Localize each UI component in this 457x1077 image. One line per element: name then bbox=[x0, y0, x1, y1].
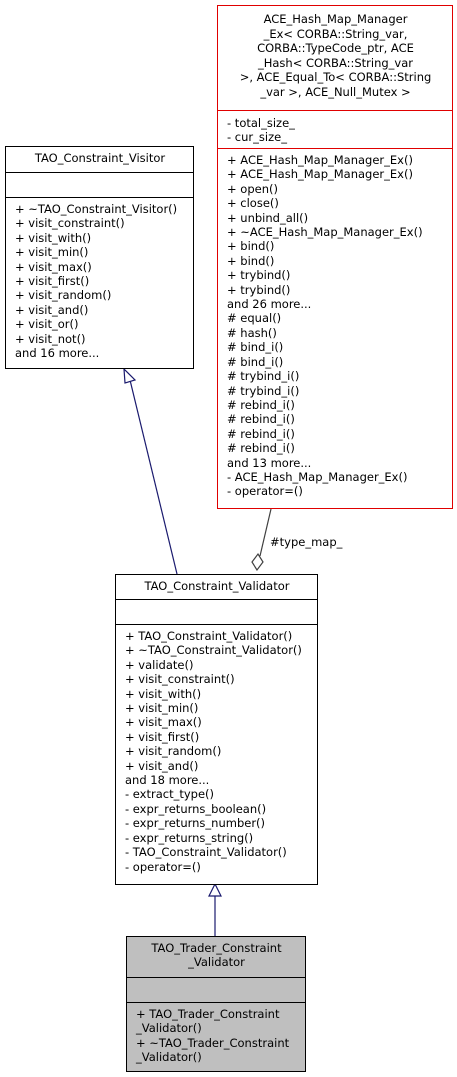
method-row: # rebind_i() bbox=[227, 441, 295, 456]
type-map-edge-label: #type_map_ bbox=[270, 535, 343, 549]
method-row: + visit_random() bbox=[125, 744, 222, 759]
method-row: # trybind_i() bbox=[227, 383, 300, 398]
methods-section: + ACE_Hash_Map_Manager_Ex() + ACE_Hash_M… bbox=[218, 148, 452, 502]
method-row: # bind_i() bbox=[227, 340, 284, 355]
class-name-line: ACE_Hash_Map_Manager bbox=[263, 12, 408, 26]
inheritance-arrowhead-visitor bbox=[123, 367, 137, 384]
class-title: TAO_Constraint_Validator bbox=[116, 575, 317, 599]
class-name: TAO_Constraint_Validator bbox=[144, 579, 290, 593]
method-row: + ACE_Hash_Map_Manager_Ex() bbox=[227, 153, 413, 167]
method-row: - TAO_Constraint_Validator() bbox=[125, 845, 287, 860]
class-name-line: TAO_Trader_Constraint bbox=[151, 941, 282, 955]
aggregation-edge-type-map bbox=[259, 508, 272, 557]
method-row: # trybind_i() bbox=[227, 369, 300, 384]
more-methods-row: and 13 more... bbox=[227, 455, 312, 470]
inheritance-arrowhead-validator bbox=[208, 882, 222, 897]
method-row: # rebind_i() bbox=[227, 397, 295, 412]
method-row: + visit_and() bbox=[125, 758, 199, 773]
method-row: + ~TAO_Trader_Constraint bbox=[136, 1035, 290, 1050]
class-name: TAO_Constraint_Visitor bbox=[34, 151, 166, 165]
method-row: + visit_first() bbox=[15, 274, 90, 289]
method-row: + visit_min() bbox=[15, 245, 89, 260]
aggregation-diamond bbox=[251, 552, 264, 572]
attribute-row: - cur_size_ bbox=[227, 130, 287, 145]
method-row: + bind() bbox=[227, 239, 275, 254]
class-name-line: _var >, ACE_Null_Mutex > bbox=[260, 84, 411, 99]
more-methods-row: and 18 more... bbox=[125, 773, 210, 788]
method-row: + visit_constraint() bbox=[15, 216, 125, 231]
attributes-section: - total_size_ - cur_size_ bbox=[218, 110, 452, 148]
method-row: _Validator() bbox=[136, 1021, 202, 1036]
method-row: + TAO_Trader_Constraint bbox=[136, 1007, 280, 1021]
class-name-line: >, ACE_Equal_To< CORBA::String bbox=[239, 70, 432, 85]
method-row: # equal() bbox=[227, 311, 282, 326]
more-methods-row: and 26 more... bbox=[227, 297, 312, 312]
attributes-section bbox=[6, 172, 193, 197]
method-row: # bind_i() bbox=[227, 354, 284, 369]
method-row: # hash() bbox=[227, 325, 277, 340]
method-row: - ACE_Hash_Map_Manager_Ex() bbox=[227, 469, 408, 484]
method-row: + trybind() bbox=[227, 282, 291, 297]
attributes-section bbox=[116, 599, 317, 624]
method-row: + visit_with() bbox=[15, 230, 92, 245]
methods-section: + TAO_Trader_Constraint _Validator() + ~… bbox=[127, 1002, 305, 1068]
method-row: + unbind_all() bbox=[227, 210, 309, 225]
method-row: + visit_with() bbox=[125, 686, 202, 701]
method-row: - operator=() bbox=[125, 859, 201, 874]
method-row: + trybind() bbox=[227, 268, 291, 283]
class-tao-constraint-validator[interactable]: TAO_Constraint_Validator + TAO_Constrain… bbox=[115, 574, 318, 885]
method-row: # rebind_i() bbox=[227, 412, 295, 427]
class-title: ACE_Hash_Map_Manager _Ex< CORBA::String_… bbox=[218, 6, 452, 110]
method-row: + bind() bbox=[227, 253, 275, 268]
methods-section: + ~TAO_Constraint_Visitor() + visit_cons… bbox=[6, 197, 193, 363]
class-name-line: _Ex< CORBA::String_var, bbox=[263, 26, 408, 41]
method-row: - expr_returns_string() bbox=[125, 830, 254, 845]
attributes-section bbox=[127, 977, 305, 1002]
method-row: + TAO_Constraint_Validator() bbox=[125, 629, 293, 643]
method-row: + open() bbox=[227, 181, 278, 196]
method-row: + visit_and() bbox=[15, 302, 89, 317]
more-methods-row: and 16 more... bbox=[15, 346, 100, 361]
class-tao-trader-constraint-validator[interactable]: TAO_Trader_Constraint _Validator + TAO_T… bbox=[126, 936, 306, 1072]
class-name-line: _Validator bbox=[188, 955, 245, 970]
method-row: + visit_constraint() bbox=[125, 672, 235, 687]
method-row: + ACE_Hash_Map_Manager_Ex() bbox=[227, 167, 413, 182]
attribute-row: - total_size_ bbox=[227, 116, 295, 130]
inheritance-edge-validator-to-visitor bbox=[129, 379, 178, 575]
class-name-line: _Hash< CORBA::String_var bbox=[257, 55, 414, 70]
method-row: - expr_returns_boolean() bbox=[125, 801, 267, 816]
method-row: + ~ACE_Hash_Map_Manager_Ex() bbox=[227, 225, 423, 240]
class-ace-hash-map-manager-ex[interactable]: ACE_Hash_Map_Manager _Ex< CORBA::String_… bbox=[217, 5, 453, 509]
method-row: + visit_not() bbox=[15, 331, 86, 346]
method-row: + ~TAO_Constraint_Validator() bbox=[125, 643, 302, 658]
method-row: + visit_max() bbox=[15, 259, 92, 274]
method-row: + close() bbox=[227, 196, 279, 211]
method-row: - operator=() bbox=[227, 484, 303, 499]
method-row: + ~TAO_Constraint_Visitor() bbox=[15, 202, 178, 216]
class-name-line: CORBA::TypeCode_ptr, ACE bbox=[257, 41, 414, 56]
method-row: + visit_first() bbox=[125, 729, 200, 744]
method-row: + visit_max() bbox=[125, 715, 202, 730]
class-tao-constraint-visitor[interactable]: TAO_Constraint_Visitor + ~TAO_Constraint… bbox=[5, 146, 194, 369]
methods-section: + TAO_Constraint_Validator() + ~TAO_Cons… bbox=[116, 624, 317, 877]
method-row: + visit_or() bbox=[15, 317, 79, 332]
class-title: TAO_Constraint_Visitor bbox=[6, 147, 193, 172]
class-title: TAO_Trader_Constraint _Validator bbox=[127, 937, 305, 977]
method-row: + visit_random() bbox=[15, 288, 112, 303]
method-row: + validate() bbox=[125, 657, 194, 672]
method-row: _Validator() bbox=[136, 1050, 202, 1065]
method-row: # rebind_i() bbox=[227, 426, 295, 441]
method-row: - extract_type() bbox=[125, 787, 215, 802]
method-row: - expr_returns_number() bbox=[125, 816, 266, 831]
method-row: + visit_min() bbox=[125, 701, 199, 716]
